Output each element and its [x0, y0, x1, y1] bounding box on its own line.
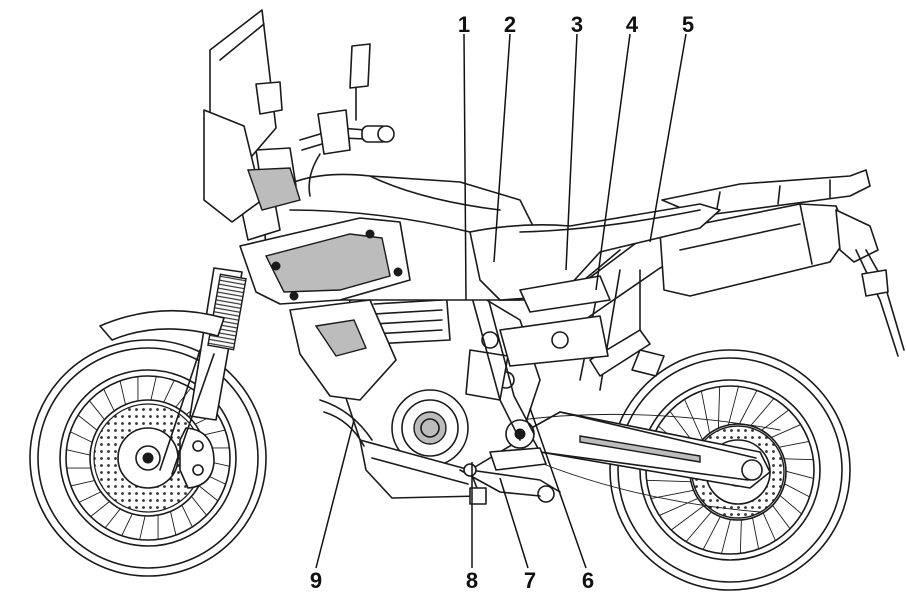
rear-rack: [661, 169, 871, 217]
callout-6: 6: [581, 568, 595, 593]
leader-line-4: [595, 33, 631, 291]
swingarm: [509, 411, 781, 513]
front-wheel: [29, 339, 267, 577]
leader-line-2: [493, 33, 511, 263]
handlebar: [299, 43, 395, 197]
leader-line-1: [463, 33, 467, 301]
leader-line-5: [649, 33, 687, 243]
leader-line-7: [499, 477, 529, 569]
callout-2: 2: [503, 12, 517, 37]
leader-line-9: [315, 419, 355, 569]
engine: [319, 289, 561, 503]
seat: [469, 203, 721, 313]
callout-4: 4: [625, 12, 639, 37]
callout-9: 9: [309, 568, 323, 593]
windscreen: [203, 9, 301, 223]
leader-lines: [315, 33, 687, 569]
callout-8: 8: [465, 568, 479, 593]
callout-1: 1: [457, 12, 471, 37]
main-frame: [469, 249, 621, 441]
footpeg-assembly: [459, 447, 547, 505]
exhaust-muffler: [659, 203, 905, 357]
leader-line-6: [529, 407, 587, 569]
radiator-shroud: [239, 217, 411, 401]
callout-5: 5: [681, 12, 695, 37]
callout-3: 3: [570, 12, 584, 37]
leader-line-3: [565, 33, 578, 271]
callout-7: 7: [523, 568, 537, 593]
